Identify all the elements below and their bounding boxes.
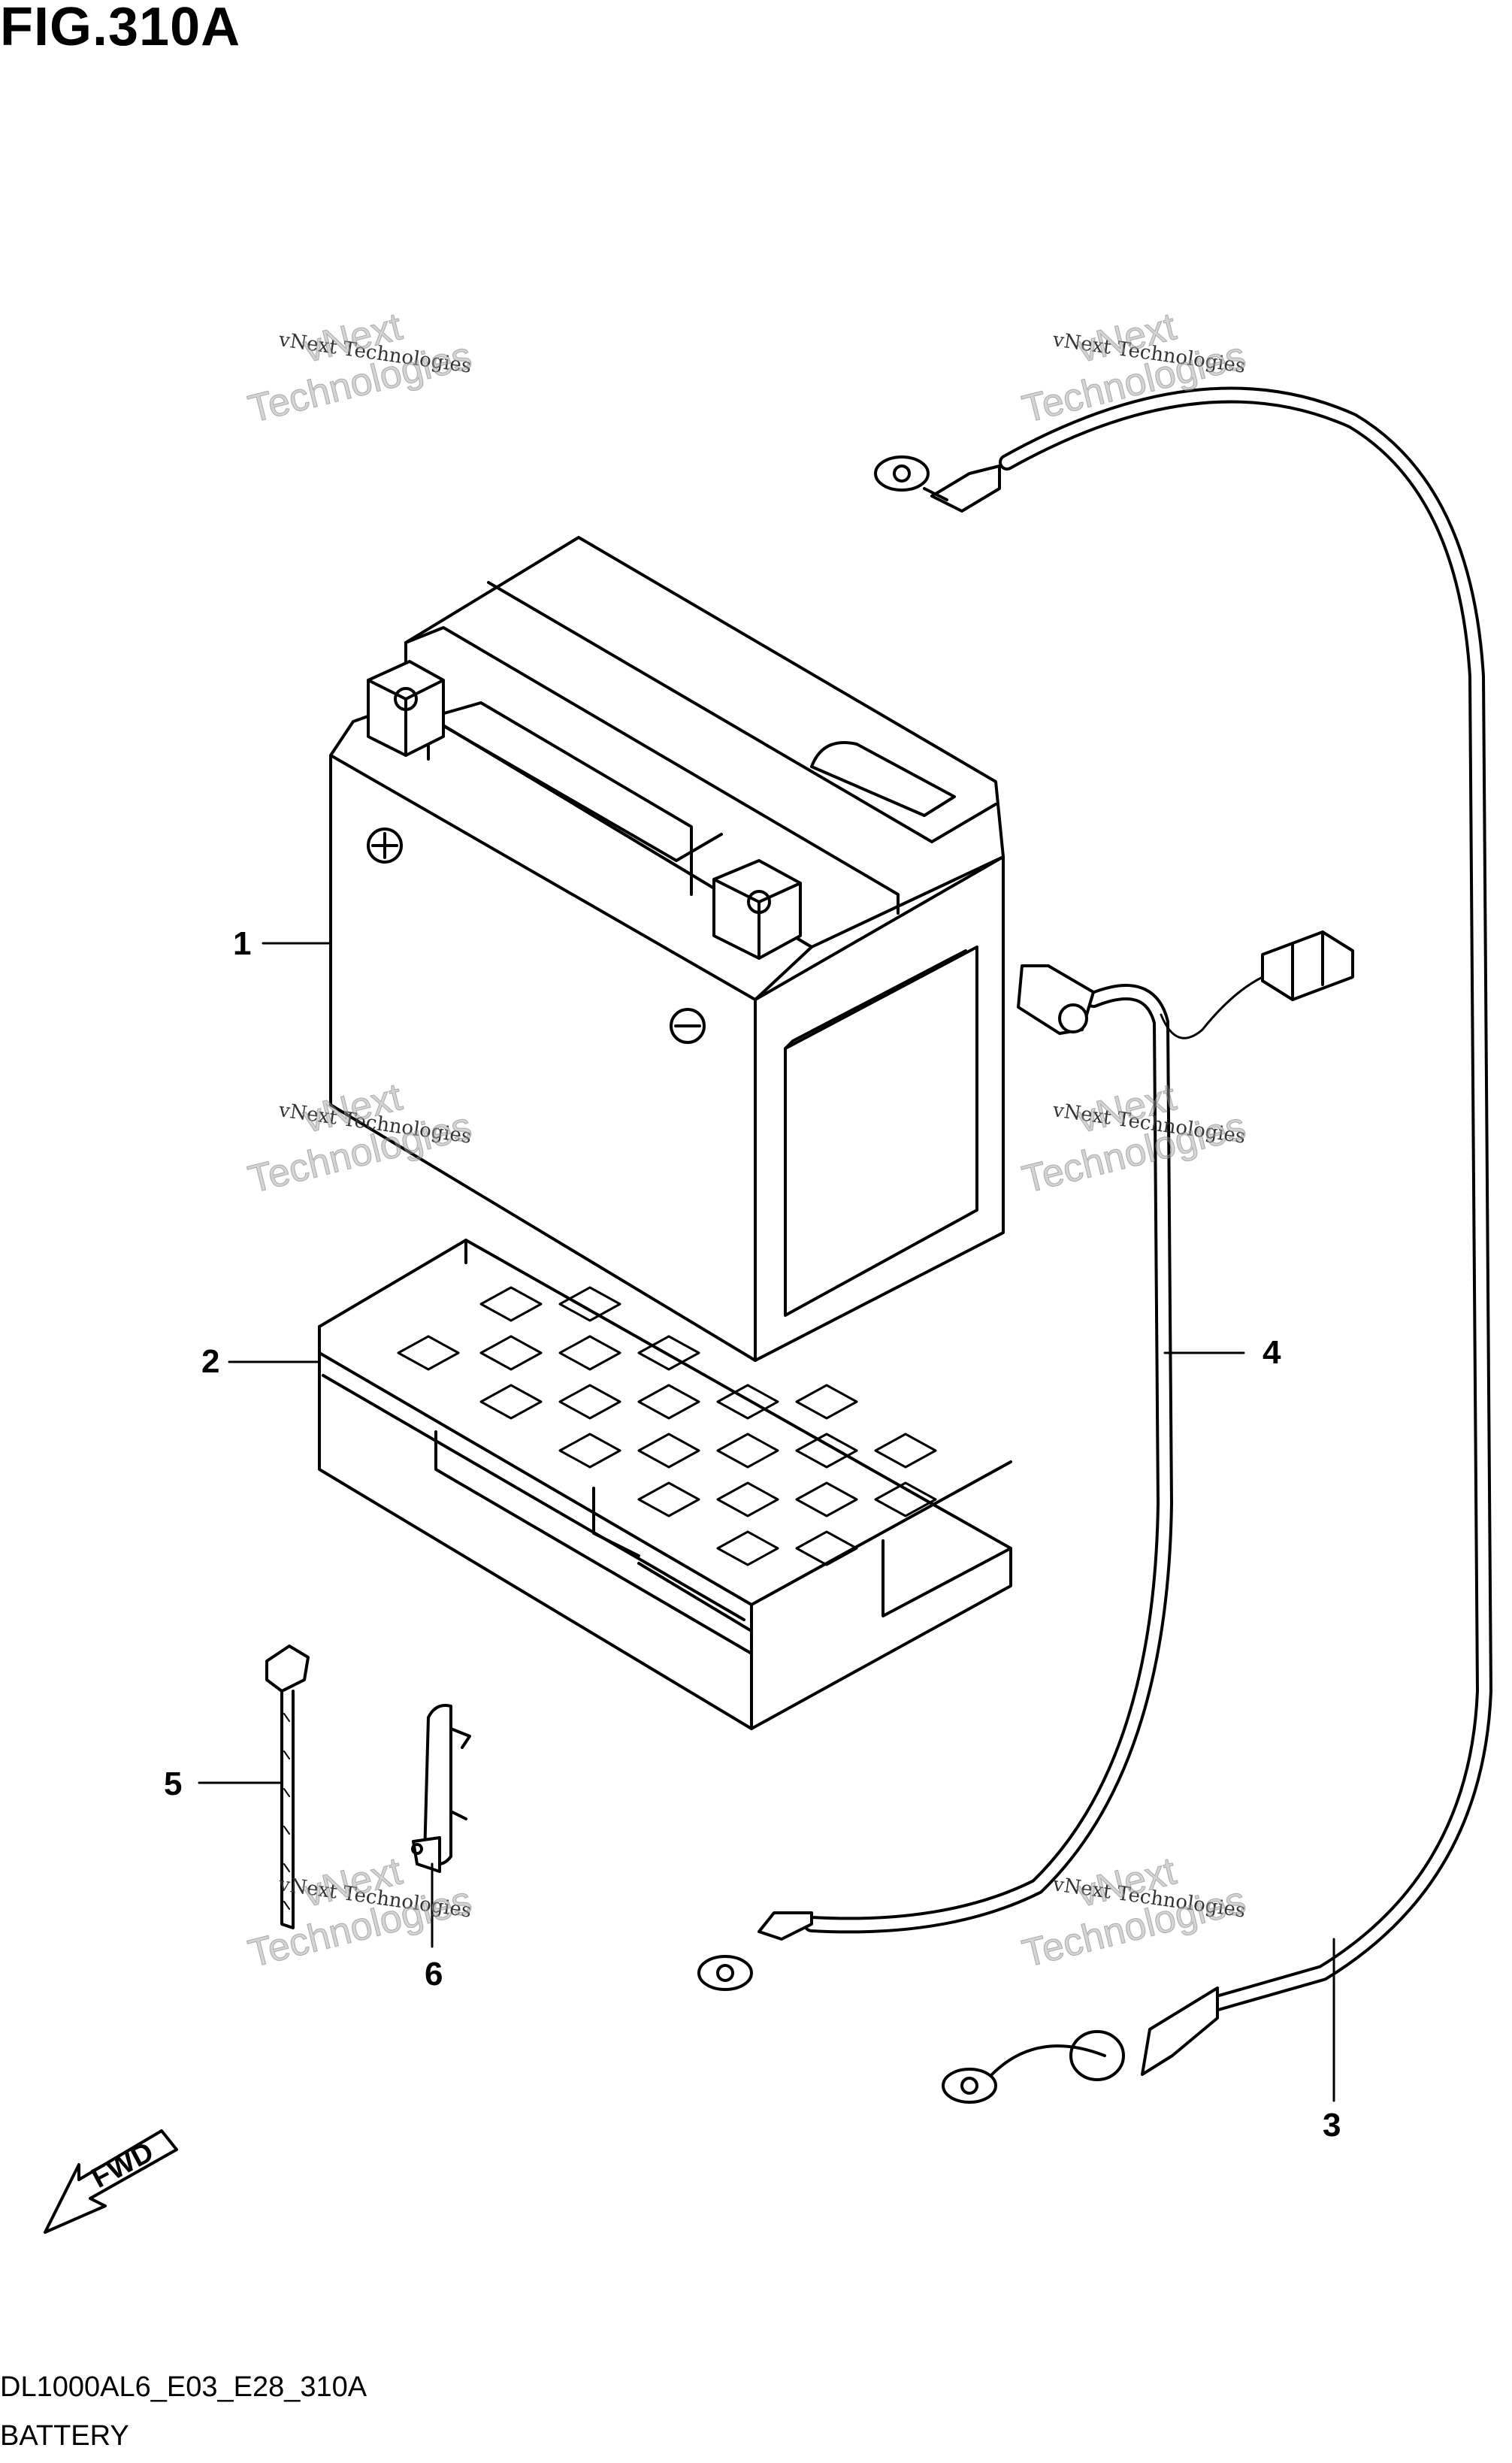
callout-6: 6 — [425, 1956, 443, 1992]
callout-1: 1 — [233, 925, 252, 962]
battery-cable-negative — [874, 386, 1492, 2104]
figure-code: DL1000AL6_E03_E28_310A — [0, 2371, 367, 2403]
figure-title: FIG.310A — [0, 0, 241, 57]
figure-name: BATTERY — [0, 2420, 129, 2452]
cable-clamp — [411, 1704, 471, 1873]
battery-tray — [318, 1239, 1012, 1730]
callout-4: 4 — [1263, 1334, 1281, 1371]
cable-tie — [265, 1645, 310, 1929]
battery-cable-positive — [697, 930, 1354, 1991]
battery — [329, 536, 1005, 1362]
callout-3: 3 — [1323, 2107, 1341, 2144]
fwd-arrow-icon — [44, 2129, 178, 2234]
leader-lines — [198, 942, 1335, 2102]
callout-2: 2 — [201, 1343, 220, 1380]
callout-5: 5 — [164, 1766, 183, 1802]
